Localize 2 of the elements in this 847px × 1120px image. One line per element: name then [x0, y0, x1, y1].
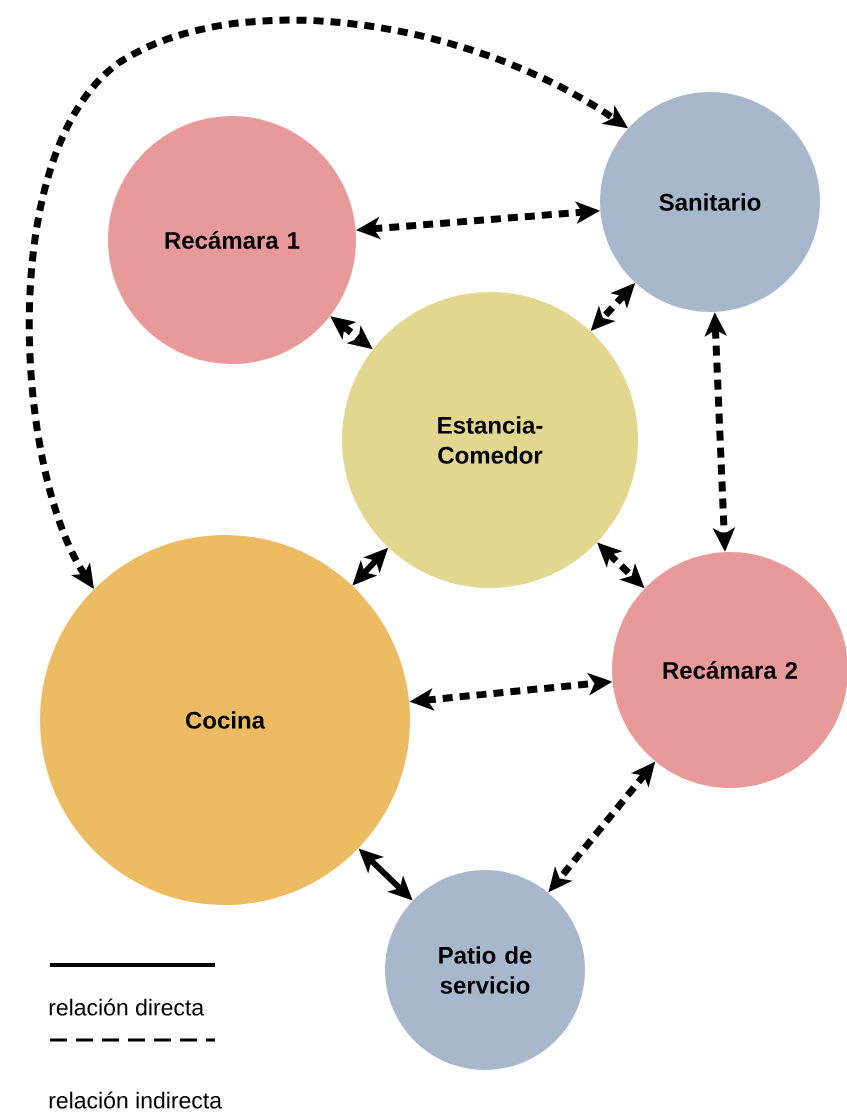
legend-label: relación directa [49, 998, 205, 1016]
legend-label: relación indirecta [49, 1091, 222, 1109]
